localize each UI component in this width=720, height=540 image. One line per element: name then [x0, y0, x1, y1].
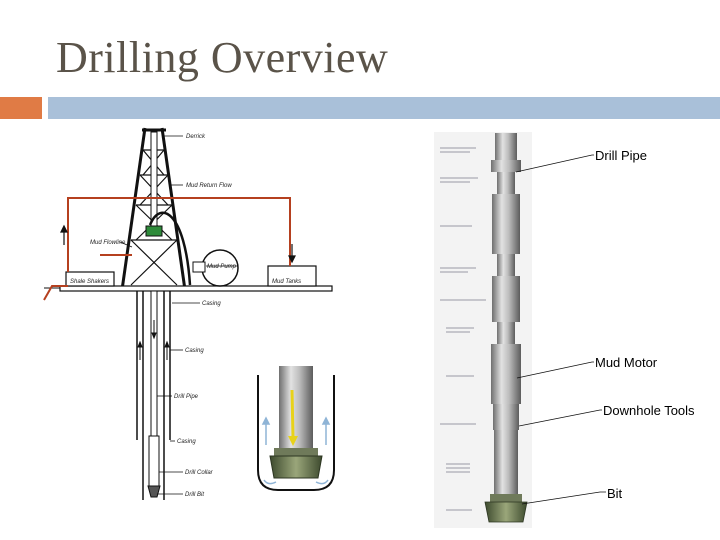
bit-inset: [257, 366, 335, 491]
label-casing-mid: Casing: [185, 348, 204, 354]
label-mud-return-flow: Mud Return Flow: [186, 183, 232, 189]
rig-schematic: Derrick Mud Return Flow Mud Flowline Mud…: [43, 127, 333, 500]
callout-bit: Bit: [607, 486, 623, 501]
bha-photo: [434, 132, 532, 528]
accent-bar-orange: [0, 97, 42, 119]
label-derrick: Derrick: [186, 134, 206, 140]
label-mud-pump: Mud Pump: [207, 264, 237, 270]
accent-bar-blue: [48, 97, 720, 119]
label-drill-collar: Drill Collar: [185, 470, 214, 476]
label-casing-lower: Casing: [177, 439, 196, 445]
label-drill-bit: Drill Bit: [185, 492, 204, 498]
label-casing-upper: Casing: [202, 301, 221, 307]
callout-drill-pipe: Drill Pipe: [595, 148, 647, 163]
label-drill-pipe: Drill Pipe: [174, 394, 199, 400]
callout-downhole-tools: Downhole Tools: [603, 403, 695, 418]
slide-title: Drilling Overview: [56, 33, 389, 82]
callout-mud-motor: Mud Motor: [595, 355, 658, 370]
label-mud-tanks: Mud Tanks: [272, 279, 301, 285]
label-mud-flowline: Mud Flowline: [90, 240, 126, 246]
label-shale-shakers: Shale Shakers: [70, 279, 109, 285]
callout-lines: [515, 154, 606, 505]
